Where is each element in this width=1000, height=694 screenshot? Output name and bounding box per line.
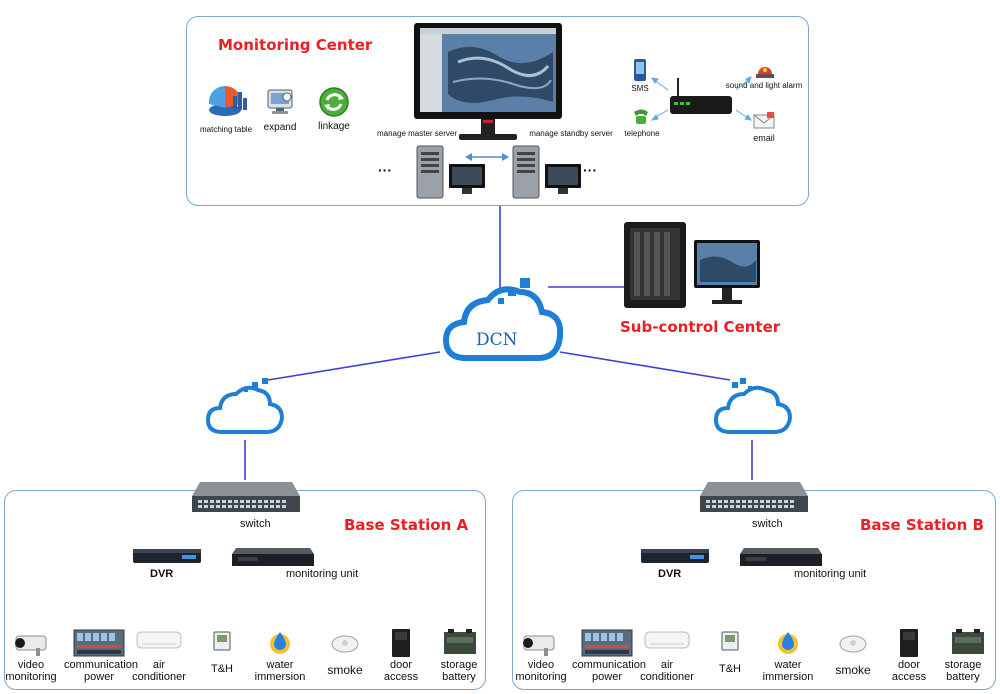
sub-control-center-title: Sub-control Center	[620, 318, 781, 336]
switch-a-label: switch	[240, 518, 271, 530]
device-b-smoke: smoke	[835, 663, 871, 677]
dvr-a-icon	[133, 549, 201, 563]
power-supply-icon	[581, 629, 633, 657]
monitoring-center-title: Monitoring Center	[218, 36, 373, 54]
monitoring-unit-b-icon	[740, 548, 822, 566]
cloud-b-icon	[713, 378, 793, 434]
expand-icon	[267, 89, 293, 114]
matching-table-icon	[208, 85, 247, 116]
video-camera-icon	[523, 635, 555, 656]
telephone-label: telephone	[624, 129, 660, 138]
standby-server-label: manage standby server	[529, 129, 613, 138]
tool-label-matching-table: matching table	[199, 125, 253, 134]
tool-label-linkage: linkage	[318, 121, 350, 132]
door-access-icon	[900, 629, 918, 657]
temp-humidity-sensor-icon	[213, 631, 231, 651]
dvr-b-icon	[641, 549, 709, 563]
base-station-a-title: Base Station A	[344, 516, 469, 534]
base-station-b-title: Base Station B	[860, 516, 984, 534]
battery-icon	[952, 629, 984, 654]
battery-icon	[444, 629, 476, 654]
air-conditioner-icon	[136, 631, 182, 649]
double-arrow-icon	[465, 153, 509, 161]
dcn-cloud-icon	[442, 278, 564, 361]
mobile-phone-icon	[634, 59, 646, 81]
telephone-icon	[634, 109, 648, 124]
dcn-label: DCN	[476, 330, 518, 350]
sms-label: SMS	[631, 84, 649, 93]
cloud-a-icon	[205, 378, 285, 434]
monitoring-unit-a-icon	[232, 548, 314, 566]
router-icon	[670, 78, 732, 114]
water-sensor-icon	[778, 632, 798, 654]
smoke-detector-icon	[839, 635, 867, 653]
master-server-label: manage master server	[376, 129, 458, 138]
monitoring-unit-b-label: monitoring unit	[794, 568, 867, 580]
email-icon	[753, 112, 775, 129]
switch-b-label: switch	[752, 518, 783, 530]
master-server-icon	[416, 145, 485, 199]
device-b-th: T&H	[719, 663, 741, 675]
sub-control-computer-icon	[624, 222, 760, 308]
email-label: email	[753, 133, 775, 143]
ellipsis-right: ···	[583, 162, 597, 178]
linkage-icon	[319, 87, 349, 117]
dvr-a-label: DVR	[150, 568, 174, 580]
temp-humidity-sensor-icon	[721, 631, 739, 651]
standby-server-icon	[512, 145, 581, 199]
monitoring-unit-a-label: monitoring unit	[286, 568, 359, 580]
switch-b-icon	[700, 482, 808, 512]
switch-a-icon	[192, 482, 300, 512]
device-a-th: T&H	[211, 663, 233, 675]
dvr-b-label: DVR	[658, 568, 682, 580]
video-camera-icon	[15, 635, 47, 656]
alarm-lamp-icon	[756, 67, 774, 78]
smoke-detector-icon	[331, 635, 359, 653]
sound-light-alarm-label: sound and light alarm	[725, 81, 803, 90]
device-a-smoke: smoke	[327, 663, 363, 677]
monitor-icon	[414, 23, 562, 140]
water-sensor-icon	[270, 632, 290, 654]
air-conditioner-icon	[644, 631, 690, 649]
tool-label-expand: expand	[263, 122, 297, 133]
power-supply-icon	[73, 629, 125, 657]
door-access-icon	[392, 629, 410, 657]
alarm-arrows	[650, 76, 752, 121]
ellipsis-left: ···	[378, 162, 392, 178]
